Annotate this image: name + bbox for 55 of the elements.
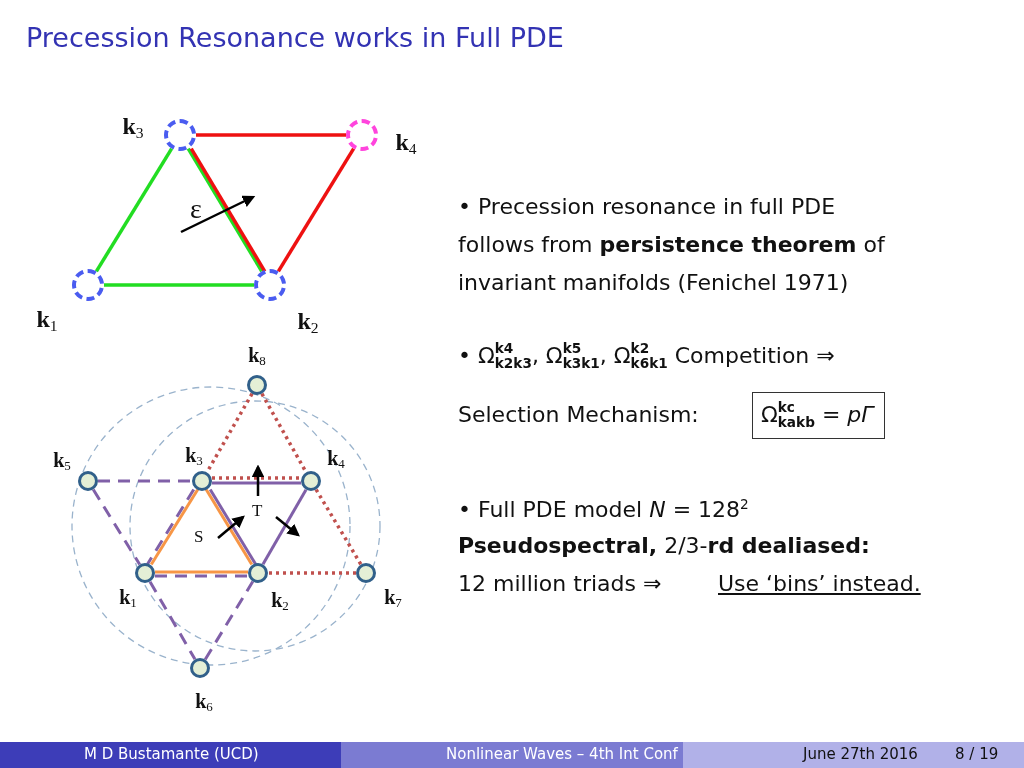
- mode-label: k$_{1}$: [119, 586, 137, 610]
- connector-line: [155, 570, 248, 574]
- body-text: Use ‘bins’ instead.: [718, 571, 921, 598]
- mode-label: k$_{4}$: [327, 447, 345, 471]
- circle-node: [78, 471, 98, 491]
- circle-node: [247, 375, 267, 395]
- body-text: • Full PDE model N = 128$^{2}$: [458, 496, 749, 524]
- mode-label: k$_{2}$: [297, 308, 319, 336]
- body-text: • Precession resonance in full PDE follows from persistence theorem of invariant manifolds (Fenichel 1971): [458, 193, 887, 297]
- body-text: Pseudospectral, 2/3-rd dealiased:: [458, 533, 870, 560]
- mode-label: k$_{4}$: [395, 129, 417, 157]
- connector-line: [212, 481, 301, 485]
- body-text: Selection Mechanism:: [458, 402, 699, 429]
- circle-node: [190, 658, 210, 678]
- symbol-label: T: [252, 501, 263, 522]
- dashed-line: [92, 488, 141, 566]
- mode-label: k$_{5}$: [53, 449, 71, 473]
- mode-label: k$_{7}$: [384, 586, 402, 610]
- dashed-line: [212, 476, 301, 480]
- dashed-circle-node: [164, 119, 196, 151]
- mode-label: k$_{8}$: [248, 344, 266, 368]
- dashed-line: [203, 580, 255, 661]
- circle-node: [356, 563, 376, 583]
- body-text: • Ω$^{k4}$$_{k2k3}$, Ω$^{k5}$$_{k3k1}$, Ω$^{k2}$$_{k6k1}$ Competition ⇒: [458, 340, 835, 372]
- symbol-label: ε: [190, 192, 202, 226]
- dashed-line: [148, 580, 197, 661]
- dashed-circle-node: [254, 269, 286, 301]
- mode-label: k$_{1}$: [36, 306, 58, 334]
- mode-label: k$_{3}$: [122, 113, 144, 141]
- connector-line: [261, 488, 308, 566]
- dashed-line: [314, 488, 363, 566]
- mode-label: k$_{6}$: [195, 690, 213, 714]
- footer-text: 8 / 19: [955, 745, 999, 763]
- body-text: 12 million triads ⇒: [458, 571, 662, 598]
- circle-node: [135, 563, 155, 583]
- dashed-circle-node: [72, 269, 104, 301]
- circle-node: [301, 471, 321, 491]
- mode-label: k$_{3}$: [185, 444, 203, 468]
- slide-title: Precession Resonance works in Full PDE: [26, 22, 564, 53]
- connector-line: [94, 147, 174, 273]
- symbol-label: S: [194, 527, 204, 548]
- footer-text: Nonlinear Waves – 4th Int Conf: [446, 745, 678, 763]
- connector-line: [196, 133, 346, 137]
- mode-label: k$_{2}$: [271, 589, 289, 613]
- formula-box: Ω$^{kc}$$_{kakb}$ = pΓ: [752, 392, 885, 439]
- footer-text: June 27th 2016: [803, 745, 918, 763]
- circle-node: [192, 471, 212, 491]
- connector-line: [104, 283, 254, 287]
- dashed-line: [268, 571, 356, 575]
- footer-text: M D Bustamante (UCD): [84, 745, 259, 763]
- dashed-line: [98, 479, 192, 483]
- circle-node: [248, 563, 268, 583]
- dashed-circle-node: [346, 119, 378, 151]
- connector-line: [276, 147, 356, 273]
- dashed-line: [155, 574, 248, 578]
